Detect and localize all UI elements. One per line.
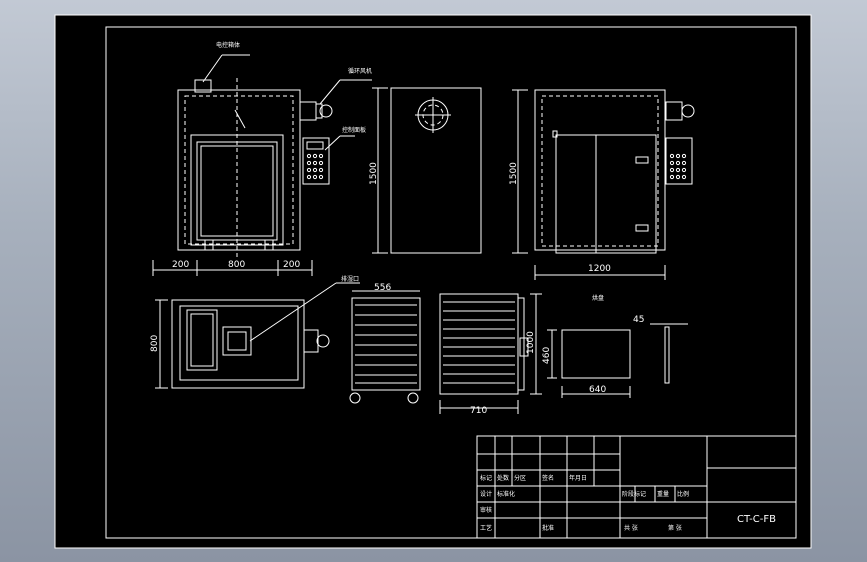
tb-cell-11: 第 张	[668, 524, 682, 532]
dim-tray-width: 640	[589, 385, 606, 395]
sheet-border	[54, 14, 812, 549]
rack-view	[439, 293, 542, 414]
tb-row-4: 工艺	[480, 524, 492, 532]
dim-cart-width: 556	[374, 283, 391, 293]
dim-tray-height: 460	[542, 347, 552, 364]
tb-cell-5: 标准化	[497, 490, 515, 498]
dim-rack-width: 710	[470, 406, 487, 416]
drawing-frame	[105, 26, 797, 539]
label-panel: 控制面板	[342, 126, 366, 134]
tb-cell-2: 分区	[514, 474, 526, 482]
tb-cell-3: 签名	[542, 474, 554, 482]
tb-cell-4: 年月日	[569, 474, 587, 482]
dim-right-height: 1500	[509, 162, 519, 185]
dim-right-width: 1200	[588, 264, 611, 274]
dim-side-height: 1500	[369, 162, 379, 185]
drawing-code: CT-C-FB	[737, 514, 776, 525]
tb-cell-9: 批准	[542, 524, 554, 532]
tb-cell-8: 比例	[677, 490, 689, 498]
dim-tray-thickness: 45	[633, 315, 644, 325]
panel-buttons	[306, 153, 324, 180]
dim-front-left: 200	[172, 260, 189, 270]
dim-top-depth: 800	[150, 335, 160, 352]
tb-row-2: 设计	[480, 490, 492, 498]
top-view	[155, 282, 360, 389]
tb-row-1: 标记	[480, 474, 492, 482]
dim-rack-height: 1000	[526, 331, 536, 354]
right-view	[512, 89, 695, 280]
label-exhaust: 排湿口	[341, 275, 359, 283]
dim-front-right: 200	[283, 260, 300, 270]
tb-cell-10: 共 张	[624, 524, 638, 532]
cart-view	[349, 290, 421, 404]
title-block-frame	[476, 435, 797, 539]
label-tray: 烘盘	[592, 294, 604, 302]
dim-front-mid: 800	[228, 260, 245, 270]
tb-cell-6: 阶段标记	[622, 490, 646, 498]
tb-cell-1: 处数	[497, 474, 509, 482]
tray-view	[547, 323, 688, 398]
side-view	[372, 87, 482, 254]
front-view	[152, 54, 372, 276]
label-fan: 循环风机	[348, 67, 372, 75]
tb-cell-7: 重量	[657, 490, 669, 498]
tb-row-3: 审核	[480, 506, 492, 514]
label-control-box: 电控箱体	[216, 41, 240, 49]
control-panel-drawing	[302, 137, 330, 185]
